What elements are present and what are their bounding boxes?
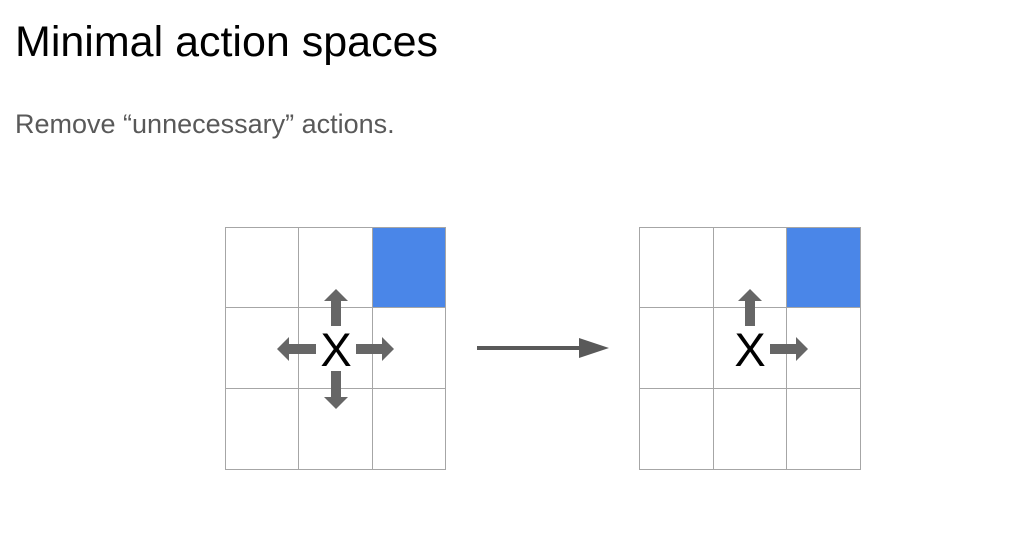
transition-arrow-icon	[477, 338, 609, 358]
goal-cell	[372, 227, 446, 308]
up-arrow-icon	[324, 289, 348, 326]
slide-title: Minimal action spaces	[15, 18, 439, 66]
right-arrow-icon	[356, 337, 394, 361]
goal-cell	[787, 227, 860, 308]
down-arrow-icon	[324, 371, 348, 409]
agent-marker: X	[734, 323, 765, 376]
after-grid: X	[639, 227, 861, 470]
before-grid: X	[225, 227, 446, 470]
slide-subtitle: Remove “unnecessary” actions.	[15, 109, 395, 139]
up-arrow-icon	[738, 289, 762, 326]
agent-marker: X	[320, 323, 351, 376]
left-arrow-icon	[277, 337, 316, 361]
right-arrow-icon	[770, 337, 808, 361]
